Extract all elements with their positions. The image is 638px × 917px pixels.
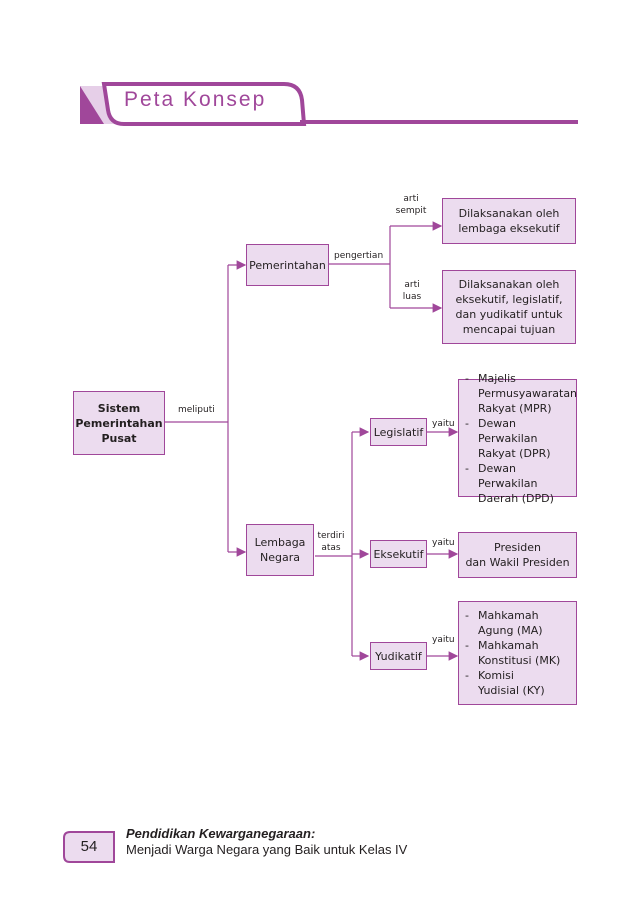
footer-book-title: Pendidikan Kewarganegaraan: [126,826,316,841]
label-terdiri-atas: terdiri atas [317,531,345,553]
node-legislatif: Legislatif [370,418,427,446]
node-lembaga-negara: Lembaga Negara [246,524,314,576]
node-legislatif-list: Majelis Permusyawaratan Rakyat (MPR) Dew… [458,371,577,505]
label-meliputi: meliputi [178,405,215,415]
label-yaitu-eksekutif: yaitu [432,538,455,548]
node-pemerintahan: Pemerintahan [246,244,329,286]
page-number-tab [63,831,115,863]
footer-book-subtitle: Menjadi Warga Negara yang Baik untuk Kel… [126,842,408,857]
list-item: Komisi Yudisial (KY) [465,668,560,698]
label-pengertian: pengertian [334,251,384,261]
node-eksekutif-detail: Presiden dan Wakil Presiden [458,532,577,578]
page-title: Peta Konsep [124,88,267,111]
node-arti-luas: Dilaksanakan oleh eksekutif, legislatif,… [442,270,576,344]
node-yudikatif-list: Mahkamah Agung (MA) Mahkamah Konstitusi … [458,601,577,705]
label-yaitu-yudikatif: yaitu [432,635,455,645]
node-eksekutif: Eksekutif [370,540,427,568]
list-item: Dewan Perwakilan Daerah (DPD) [465,461,577,506]
legislatif-items: Majelis Permusyawaratan Rakyat (MPR) Dew… [465,371,577,506]
label-arti-luas: arti luas [402,280,422,302]
list-item: Majelis Permusyawaratan Rakyat (MPR) [465,371,577,416]
header-banner [80,82,578,126]
list-item: Mahkamah Konstitusi (MK) [465,638,560,668]
yudikatif-items: Mahkamah Agung (MA) Mahkamah Konstitusi … [465,608,560,698]
list-item: Mahkamah Agung (MA) [465,608,560,638]
label-arti-sempit: arti sempit [395,194,427,216]
node-root: Sistem Pemerintahan Pusat [73,391,165,455]
label-yaitu-legislatif: yaitu [432,419,455,429]
node-arti-sempit: Dilaksanakan oleh lembaga eksekutif [442,198,576,244]
list-item: Dewan Perwakilan Rakyat (DPR) [465,416,577,461]
node-yudikatif: Yudikatif [370,642,427,670]
page-number: 54 [80,838,98,855]
